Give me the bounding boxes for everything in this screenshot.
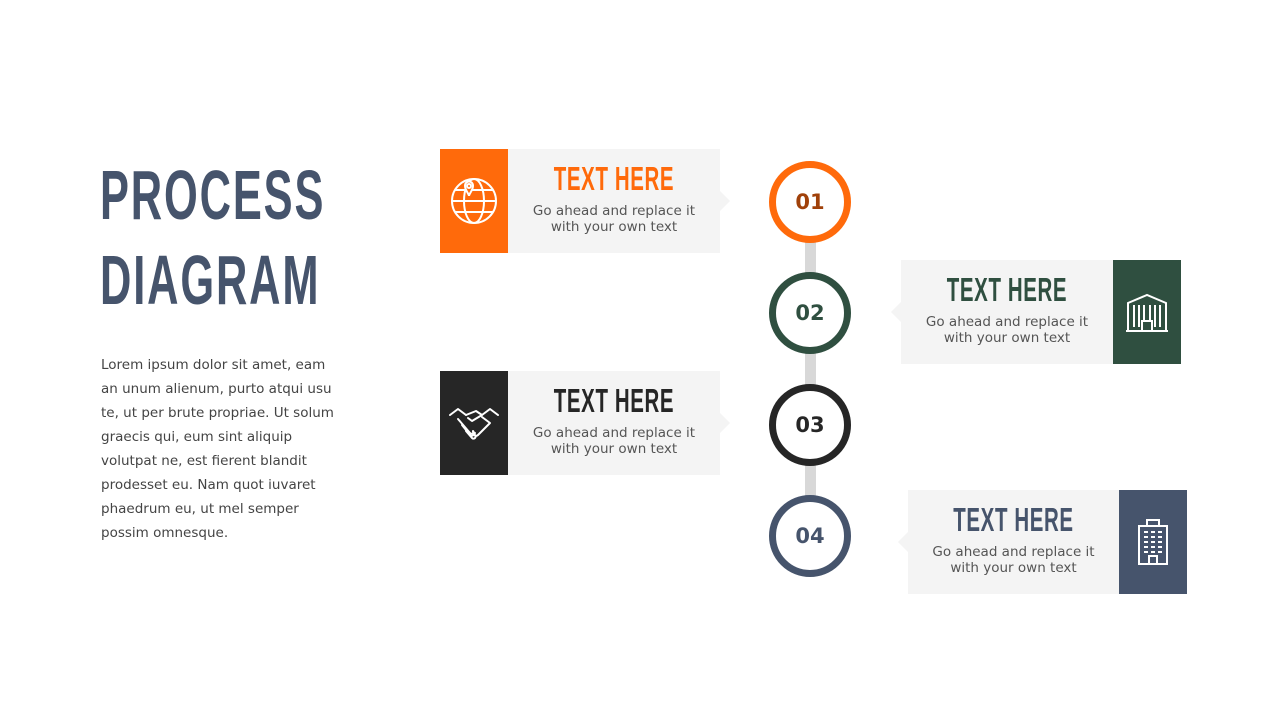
body-paragraph: Lorem ipsum dolor sit amet, eam an unum …: [101, 357, 334, 541]
step-3-number: 03: [795, 413, 825, 437]
timeline-connector: [805, 200, 816, 540]
step-3-description: Go ahead and replace it with your own te…: [532, 425, 696, 457]
step-3-number-circle: 03: [769, 384, 851, 466]
step-1-number: 01: [795, 190, 825, 214]
title-line-1: PROCESS: [100, 156, 326, 234]
step-2-description: Go ahead and replace it with your own te…: [925, 314, 1089, 346]
step-2-number: 02: [795, 301, 825, 325]
tower-building-icon: [1133, 518, 1173, 566]
step-2-icon-box: [1113, 260, 1181, 364]
step-4-number-circle: 04: [769, 495, 851, 577]
step-2-heading: TEXT HERE: [946, 271, 1068, 308]
step-1-icon-box: [440, 149, 508, 253]
globe-pin-icon: [449, 176, 499, 226]
step-1-number-circle: 01: [769, 161, 851, 243]
step-3-heading: TEXT HERE: [553, 382, 675, 419]
step-card-1: TEXT HERE Go ahead and replace it with y…: [440, 149, 730, 253]
step-2-number-circle: 02: [769, 272, 851, 354]
step-4-description: Go ahead and replace it with your own te…: [932, 544, 1095, 576]
step-4-icon-box: [1119, 490, 1187, 594]
step-4-number: 04: [795, 524, 825, 548]
title-line-2: DIAGRAM: [100, 241, 321, 319]
step-3-icon-box: [440, 371, 508, 475]
step-card-4: TEXT HERE Go ahead and replace it with y…: [898, 490, 1187, 594]
step-1-pointer: [720, 191, 730, 211]
step-4-pointer: [898, 532, 908, 552]
step-2-pointer: [891, 302, 901, 322]
step-card-2: TEXT HERE Go ahead and replace it with y…: [891, 260, 1181, 364]
step-1-heading: TEXT HERE: [553, 160, 675, 197]
step-4-heading: TEXT HERE: [953, 501, 1074, 538]
office-building-icon: [1124, 289, 1170, 335]
step-1-description: Go ahead and replace it with your own te…: [532, 203, 696, 235]
handshake-icon: [448, 401, 500, 445]
step-3-pointer: [720, 413, 730, 433]
step-card-3: TEXT HERE Go ahead and replace it with y…: [440, 371, 730, 475]
